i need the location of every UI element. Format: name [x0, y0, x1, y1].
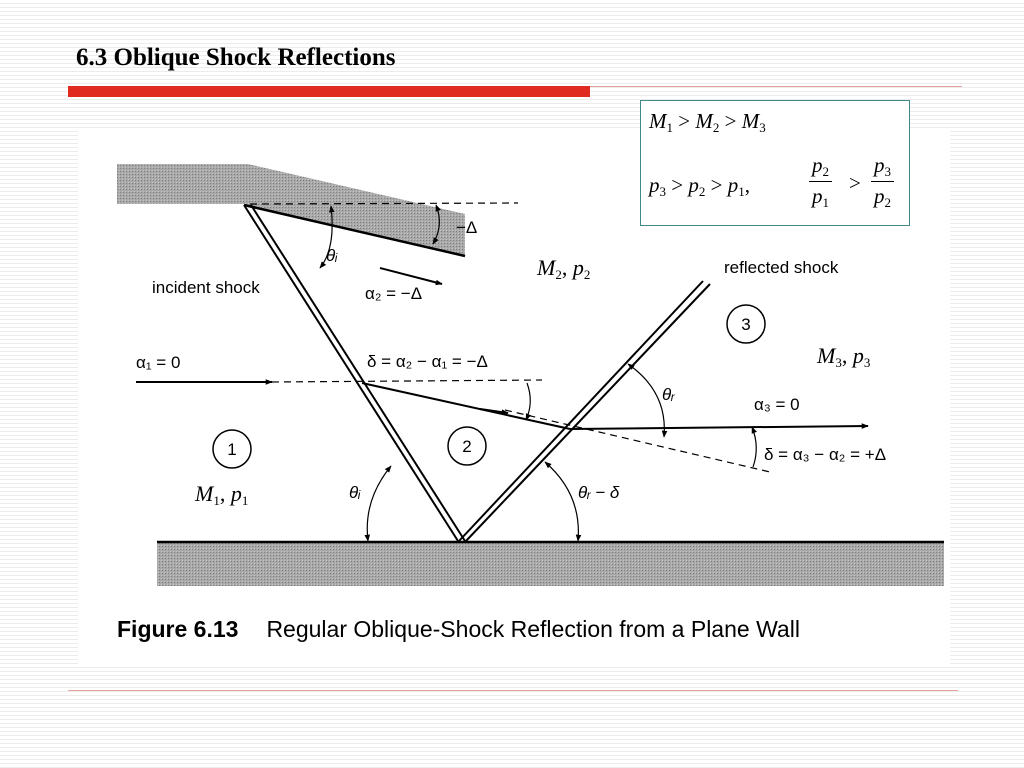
- figure-caption-text: Regular Oblique-Shock Reflection from a …: [266, 616, 800, 642]
- region-2-circle: [447, 426, 487, 466]
- delta-reflected-label: δ = α₃ − α₂ = +Δ: [764, 445, 886, 464]
- equation-box: M1 > M2 > M3 p3 > p2 > p1, p2 p1 > p3 p2: [640, 100, 910, 226]
- figure-number: Figure 6.13: [117, 616, 239, 642]
- deflected-flow-arrowhead: [479, 408, 509, 415]
- incoming-flow-dashed: [271, 379, 543, 383]
- footer-rule: [68, 690, 958, 691]
- figure-caption: Figure 6.13 Regular Oblique-Shock Reflect…: [117, 616, 800, 643]
- theta-r-label: θᵣ: [662, 385, 675, 404]
- region-2-label: 2: [462, 437, 471, 456]
- alpha2-flow-arrow: [379, 267, 443, 286]
- deflected-flow-dashed: [504, 409, 771, 473]
- region-1-label: 1: [227, 440, 236, 459]
- title-underline-red: [68, 86, 590, 97]
- upper-wall: [117, 164, 465, 256]
- theta-i-lower-label: θᵢ: [349, 483, 361, 502]
- ratio-p3-over-p2: p3 p2: [871, 153, 894, 211]
- lower-wall: [157, 542, 944, 586]
- delta-reflected-arc: [751, 426, 757, 468]
- theta-i-upper-arc: [319, 205, 335, 269]
- state-region-2: M2, p2: [537, 255, 591, 282]
- theta-r-minus-delta-label: θᵣ − δ: [578, 483, 620, 502]
- state-region-1: M1, p1: [195, 481, 249, 508]
- theta-r-arc: [627, 363, 668, 438]
- minus-delta-arc: [432, 204, 441, 245]
- incident-shock-line-a: [243, 204, 459, 542]
- mach-inequality: M1 > M2 > M3: [649, 109, 766, 135]
- minus-delta-label: −Δ: [456, 218, 477, 237]
- ratio-p2-over-p1: p2 p1: [809, 153, 832, 211]
- delta-incident-label: δ = α₂ − α₁ = −Δ: [367, 352, 488, 371]
- theta-r-minus-delta-arc: [544, 461, 582, 542]
- delta-incident-arc: [525, 382, 532, 421]
- alpha2-label: α₂ = −Δ: [365, 284, 422, 303]
- region-3-label: 3: [741, 315, 750, 334]
- incident-shock-label: incident shock: [152, 278, 260, 297]
- pressure-inequality: p3 > p2 > p1,: [649, 173, 750, 199]
- upper-reference-dashed: [249, 202, 519, 205]
- alpha1-label: α₁ = 0: [136, 353, 180, 372]
- theta-i-upper-label: θᵢ: [326, 246, 338, 265]
- reflected-shock-label: reflected shock: [724, 258, 839, 277]
- title-underline-thin: [590, 86, 962, 87]
- region-1-circle: [212, 429, 252, 469]
- state-region-3: M3, p3: [817, 343, 871, 370]
- ratio-greater-than: >: [849, 171, 861, 195]
- reflected-shock-line-b: [465, 283, 711, 542]
- outgoing-flow-arrow: [569, 423, 869, 430]
- reflected-shock-line-a: [458, 280, 704, 542]
- incident-shock-line-b: [250, 204, 466, 542]
- slide-title: 6.3 Oblique Shock Reflections: [76, 44, 396, 71]
- region-3-circle: [726, 304, 766, 344]
- deflected-flow-line: [361, 382, 571, 430]
- upper-wall-edge: [243, 203, 466, 258]
- alpha3-label: α₃ = 0: [754, 395, 800, 414]
- theta-i-lower-arc: [364, 465, 392, 542]
